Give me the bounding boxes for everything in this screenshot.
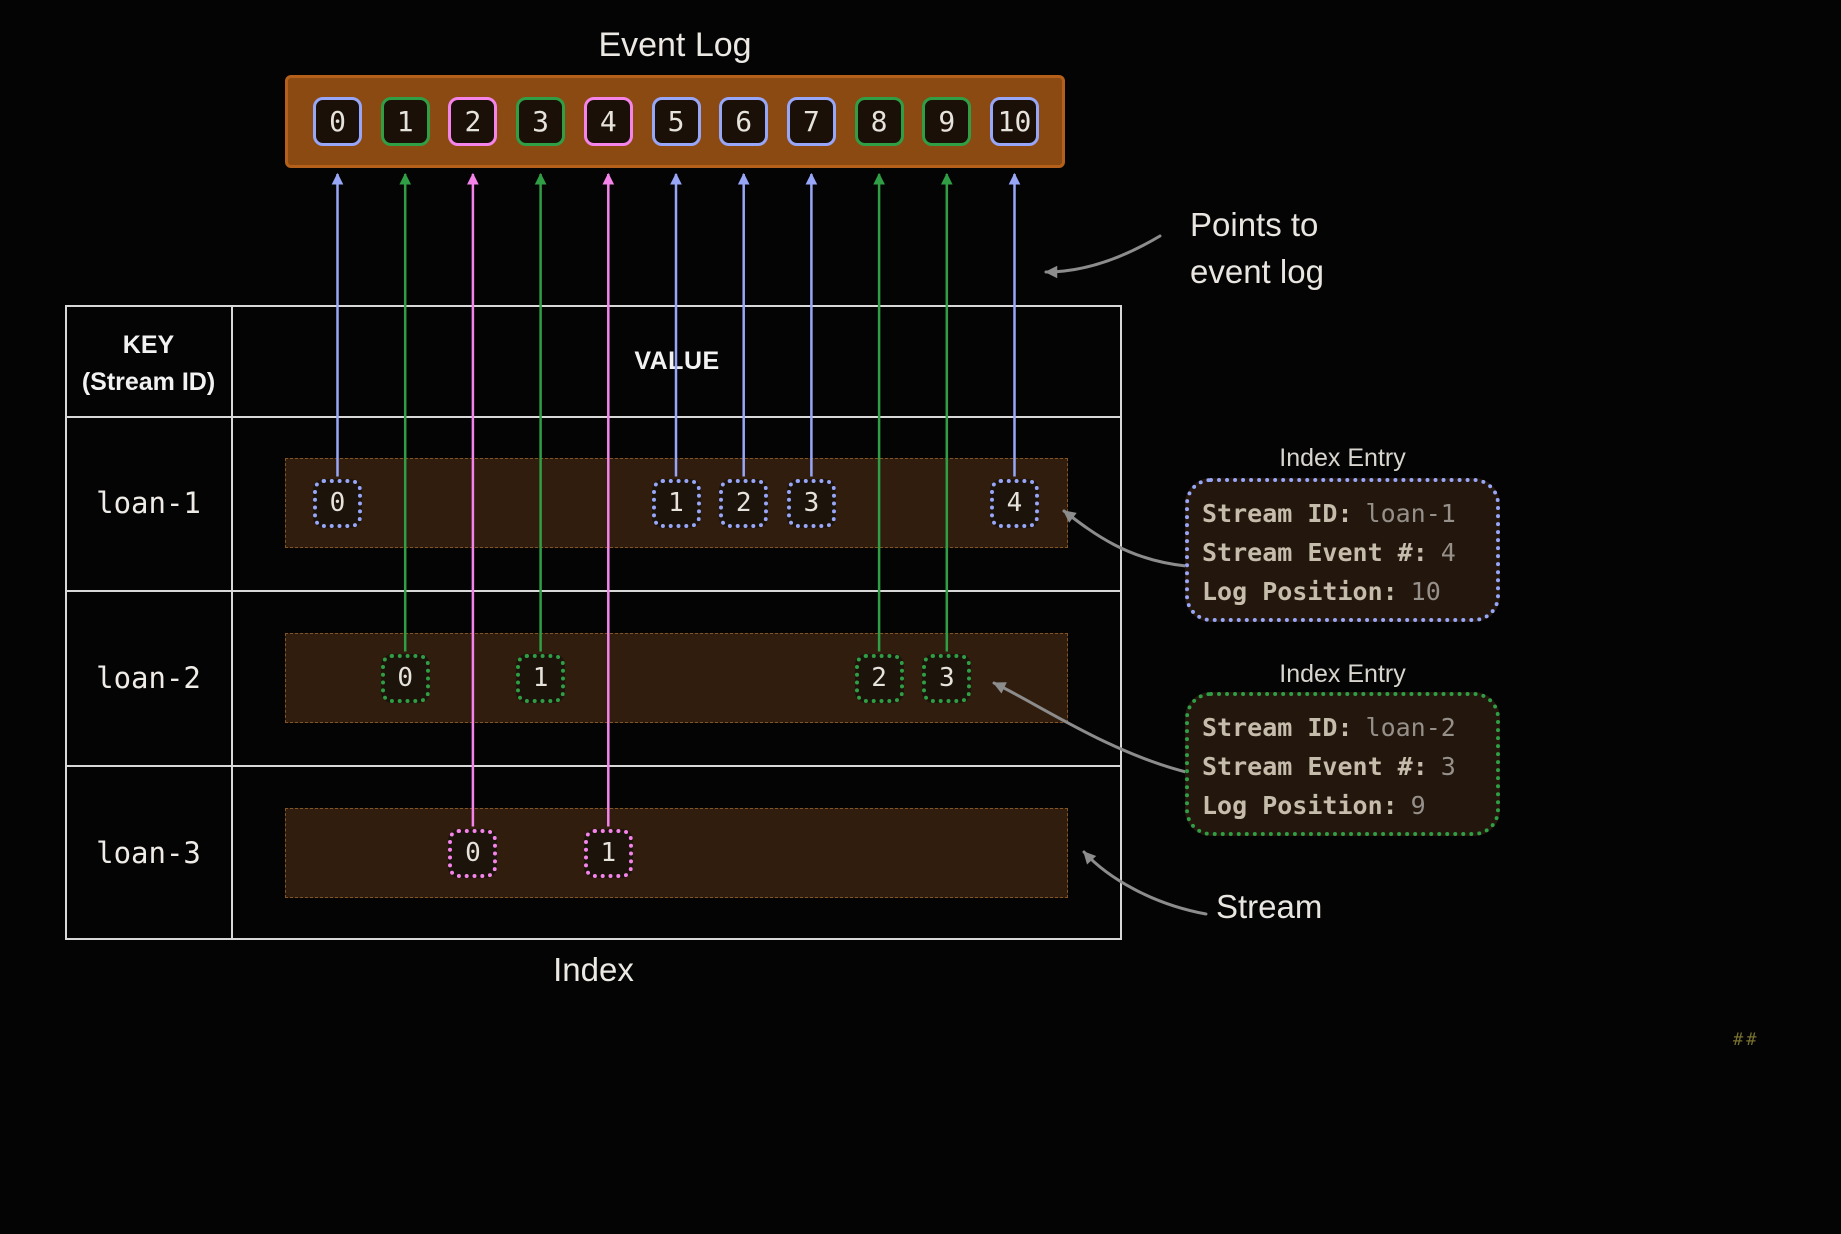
event-log-title: Event Log: [598, 26, 752, 64]
index-cell-loan-1-event-1: 1: [651, 478, 701, 528]
field-label: Stream ID:: [1202, 713, 1353, 742]
event-log-cell-7: 7: [786, 97, 836, 146]
entry-field: Stream ID: loan-2: [1202, 708, 1496, 747]
index-cell-loan-1-event-3: 3: [786, 478, 836, 528]
event-log-cell-0: 0: [313, 97, 362, 146]
index-table-row-divider: [65, 590, 1122, 592]
index-cell-loan-1-event-2: 2: [719, 478, 769, 528]
field-label: Log Position:: [1202, 577, 1398, 606]
points-label-line1: Points to: [1190, 206, 1319, 243]
entry-field: Stream Event #: 3: [1202, 747, 1496, 786]
field-label: Stream Event #:: [1202, 752, 1428, 781]
field-value: 10: [1410, 577, 1441, 606]
stream-arrow: [1082, 850, 1208, 916]
index-cell-loan-1-event-0: 0: [313, 478, 362, 528]
index-cell-loan-2-event-2: 2: [854, 653, 904, 703]
index-cell-loan-1-event-4: 4: [990, 478, 1039, 528]
field-label: Stream Event #:: [1202, 538, 1428, 567]
index-caption: Index: [553, 951, 634, 988]
entry-field: Stream ID: loan-1: [1202, 494, 1496, 533]
stream-bar-loan-3: [285, 808, 1068, 898]
index-cell-loan-3-event-0: 0: [448, 828, 498, 878]
event-log-cell-3: 3: [516, 97, 566, 146]
field-value: loan-2: [1365, 713, 1456, 742]
index-entry-title-1: Index Entry: [1279, 444, 1406, 472]
event-log-cell-9: 9: [922, 97, 972, 146]
event-log-cell-1: 1: [380, 97, 430, 146]
points-to-event-log-arrow: [1044, 234, 1162, 279]
index-cell-loan-2-event-1: 1: [516, 653, 566, 703]
index-cell-loan-2-event-3: 3: [922, 653, 972, 703]
index-entry-box-loan-1: Stream ID: loan-1 Stream Event #: 4 Log Po…: [1185, 478, 1500, 622]
stream-id-loan-2: loan-2: [96, 661, 201, 695]
index-entry-2-arrow: [992, 681, 1188, 774]
index-entry-1-arrow: [1062, 509, 1188, 568]
index-table-border: [65, 305, 1122, 940]
field-label: Log Position:: [1202, 791, 1398, 820]
entry-field: Log Position: 10: [1202, 572, 1496, 611]
field-label: Stream ID:: [1202, 499, 1353, 528]
stream-id-loan-1: loan-1: [96, 486, 201, 520]
field-value: loan-1: [1365, 499, 1456, 528]
index-cell-loan-3-event-1: 1: [583, 828, 633, 878]
field-value: 3: [1440, 752, 1456, 781]
key-header: KEY (Stream ID): [65, 327, 232, 401]
stream-label: Stream: [1216, 888, 1323, 925]
index-entry-box-loan-2: Stream ID: loan-2 Stream Event #: 3 Log Po…: [1185, 692, 1500, 836]
index-entry-title-2: Index Entry: [1279, 660, 1406, 688]
event-log-cell-6: 6: [719, 97, 769, 146]
event-log-cell-8: 8: [854, 97, 904, 146]
event-log-cell-10: 10: [990, 97, 1039, 146]
index-cell-loan-2-event-0: 0: [380, 653, 430, 703]
points-to-event-log-label: Points to event log: [1190, 201, 1324, 295]
field-value: 9: [1410, 791, 1426, 820]
event-log-cell-2: 2: [448, 97, 498, 146]
event-log-cell-5: 5: [651, 97, 701, 146]
field-value: 4: [1440, 538, 1456, 567]
index-table-row-divider: [65, 765, 1122, 767]
index-table-row-divider: [65, 416, 1122, 418]
index-table-column-divider: [231, 305, 233, 940]
key-header-line1: KEY: [122, 331, 175, 359]
stream-id-loan-3: loan-3: [96, 836, 201, 870]
points-label-line2: event log: [1190, 253, 1324, 290]
entry-field: Log Position: 9: [1202, 786, 1496, 825]
event-log-cell-4: 4: [583, 97, 633, 146]
entry-field: Stream Event #: 4: [1202, 533, 1496, 572]
hash-watermark-icon: ##: [1733, 1030, 1760, 1050]
key-header-line2: (Stream ID): [81, 368, 216, 396]
